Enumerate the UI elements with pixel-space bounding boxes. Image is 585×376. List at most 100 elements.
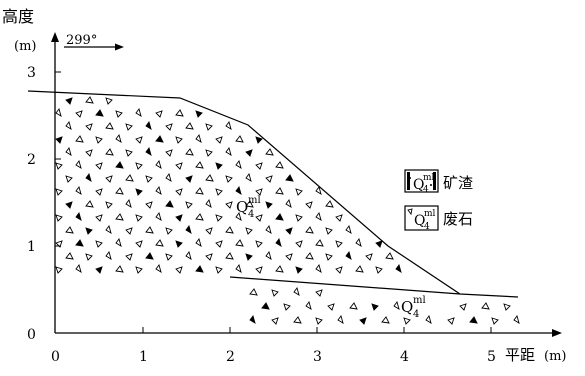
gravel-glyph bbox=[175, 266, 183, 274]
gravel-glyph bbox=[165, 227, 173, 235]
gravel-glyph bbox=[55, 162, 63, 170]
y-axis-title: 高度 bbox=[2, 7, 34, 26]
gravel-glyph bbox=[335, 266, 343, 274]
gravel-glyph bbox=[315, 186, 322, 195]
gravel-glyph bbox=[115, 238, 122, 247]
legend-swatch-waste-rock bbox=[404, 205, 439, 231]
gravel-glyph bbox=[245, 149, 253, 157]
gravel-glyph bbox=[205, 149, 213, 157]
y-tick-label: 1 bbox=[27, 239, 36, 255]
gravel-glyph bbox=[185, 148, 194, 156]
gravel-glyph bbox=[185, 251, 192, 260]
gravel-glyph bbox=[393, 301, 400, 310]
gravel-glyph bbox=[305, 201, 313, 209]
legend-label-waste-rock: 废石 bbox=[443, 210, 473, 228]
gravel-glyph bbox=[95, 188, 103, 196]
gravel-glyph bbox=[265, 225, 272, 234]
gravel-glyph bbox=[175, 136, 183, 144]
gravel-glyph bbox=[249, 288, 258, 296]
gravel-glyph bbox=[285, 253, 293, 261]
gravel-glyph bbox=[55, 266, 63, 274]
gravel-glyph bbox=[125, 123, 133, 131]
gravel-glyph bbox=[105, 201, 113, 209]
gravel-glyph bbox=[155, 239, 164, 247]
gravel-glyph bbox=[135, 136, 143, 144]
gravel-glyph bbox=[185, 175, 193, 183]
gravel-glyph bbox=[345, 251, 352, 260]
layer-label-sub: 4 bbox=[413, 309, 419, 320]
legend-swatch-slag bbox=[404, 169, 439, 193]
gravel-glyph bbox=[335, 214, 343, 222]
gravel-glyph bbox=[271, 317, 279, 325]
gravel-glyph bbox=[205, 123, 213, 131]
gravel-glyph bbox=[305, 252, 314, 260]
legend-label-slag: 矿渣 bbox=[443, 174, 473, 192]
gravel-glyph bbox=[275, 161, 284, 169]
gravel-glyph bbox=[235, 160, 242, 169]
gravel-glyph bbox=[295, 266, 303, 274]
legend-gravel-glyph bbox=[407, 208, 413, 216]
upper-surface-line bbox=[27, 90, 519, 298]
gravel-glyph bbox=[195, 187, 204, 195]
layer-label-sup: ml bbox=[248, 195, 261, 206]
gravel-glyph bbox=[55, 136, 63, 144]
gravel-glyph bbox=[365, 253, 373, 261]
layer-label-symbol: Q bbox=[236, 198, 248, 216]
gravel-glyph bbox=[125, 199, 132, 208]
gravel-glyph bbox=[261, 302, 270, 310]
gravel-glyph bbox=[245, 173, 252, 182]
gravel-glyph bbox=[255, 240, 263, 248]
gravel-glyph bbox=[75, 212, 82, 221]
gravel-glyph bbox=[135, 108, 142, 117]
gravel-glyph bbox=[315, 212, 322, 221]
gravel-glyph bbox=[85, 96, 94, 104]
gravel-glyph bbox=[155, 186, 162, 195]
layer-label-sup: ml bbox=[413, 295, 426, 306]
legend-symbol: Q bbox=[413, 177, 424, 193]
gravel-glyph bbox=[355, 238, 362, 247]
gravel-glyph bbox=[135, 240, 143, 248]
gravel-glyph bbox=[235, 186, 242, 195]
gravel-glyph bbox=[65, 121, 72, 130]
gravel-glyph bbox=[459, 303, 467, 311]
gravel-glyph bbox=[135, 214, 143, 222]
gravel-glyph bbox=[195, 161, 204, 169]
gravel-glyph bbox=[105, 225, 112, 234]
legend-sup: ml bbox=[424, 209, 436, 219]
gravel-glyph bbox=[125, 174, 134, 182]
gravel-glyph bbox=[85, 123, 93, 131]
x-tick-label: 4 bbox=[400, 349, 409, 365]
gravel-glyph bbox=[115, 110, 123, 118]
gravel-glyph bbox=[125, 227, 133, 235]
gravel-glyph bbox=[195, 265, 204, 273]
gravel-glyph bbox=[175, 240, 183, 248]
gravel-glyph bbox=[105, 251, 112, 260]
gravel-glyph bbox=[327, 303, 335, 311]
gravel-glyph bbox=[265, 175, 273, 183]
gravel-glyph bbox=[215, 188, 223, 196]
y-tick-label: 2 bbox=[27, 152, 36, 168]
gravel-glyph bbox=[195, 213, 204, 221]
gravel-glyph bbox=[349, 302, 358, 310]
gravel-glyph bbox=[155, 160, 162, 169]
gravel-glyph bbox=[205, 227, 213, 235]
gravel-glyph bbox=[255, 162, 263, 170]
gravel-glyph bbox=[293, 316, 302, 324]
gravel-glyph bbox=[195, 134, 202, 143]
gravel-glyph bbox=[503, 303, 511, 311]
gravel-glyph bbox=[315, 317, 323, 325]
gravel-glyph bbox=[75, 264, 82, 273]
gravel-glyph bbox=[165, 173, 172, 182]
gravel-glyph bbox=[245, 253, 253, 261]
gravel-glyph bbox=[135, 162, 143, 170]
gravel-glyph bbox=[55, 108, 62, 117]
gravel-glyph bbox=[55, 240, 63, 248]
gravel-glyph bbox=[293, 287, 300, 296]
layer-label-upper: Q 4 ml bbox=[236, 195, 261, 220]
gravel-glyph bbox=[115, 161, 124, 169]
gravel-glyph bbox=[315, 289, 323, 297]
slope-profile bbox=[27, 90, 519, 298]
gravel-glyph bbox=[55, 188, 63, 196]
gravel-glyph bbox=[235, 212, 242, 221]
gravel-glyph bbox=[195, 110, 203, 118]
